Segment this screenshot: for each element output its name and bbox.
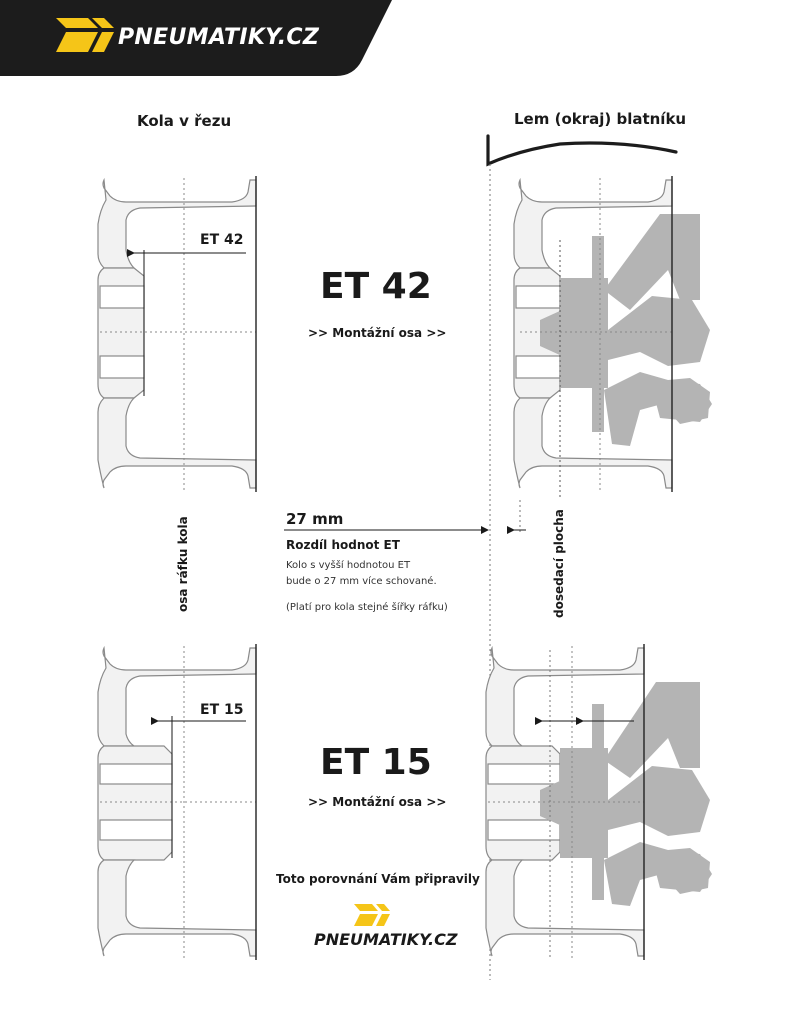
mount-axis-label-top: >> Montážní osa >> [308,326,447,340]
brand-name: PNEUMATIKY.CZ [118,25,320,50]
wheel-section-et15-left [97,645,257,957]
difference-value: 27 mm [286,510,344,528]
rim-axis-label: osa ráfku kola [176,516,190,612]
mount-axis-label-bottom: >> Montážní osa >> [308,795,447,809]
heading-fender-lip: Lem (okraj) blatníku [514,110,687,128]
header-bar: PNEUMATIKY.CZ [0,0,400,76]
brand-logo-icon [56,18,114,52]
et15-right-arrowhead [576,717,584,725]
brand-name-bottom: PNEUMATIKY.CZ [314,930,458,949]
suspension-hub-top [540,214,712,446]
difference-title: Rozdíl hodnot ET [286,538,400,552]
et15-small-label: ET 15 [200,702,244,718]
difference-note-1: Kolo s vyšší hodnotou ET [286,560,411,571]
difference-note-3: (Platí pro kola stejné šířky ráfku) [286,602,448,613]
wheel-section-et15-right [485,645,645,957]
mount-surface-label: dosedací plocha [552,509,566,618]
suspension-hub-bottom [540,682,712,906]
difference-note-2: bude o 27 mm více schované. [286,576,437,587]
brand-logo-bottom-icon [354,904,390,926]
wheel-section-et42-left [97,177,257,489]
et42-big-label: ET 42 [320,266,432,307]
et15-big-label: ET 15 [320,742,432,783]
heading-wheel-section: Kola v řezu [137,112,232,130]
fender-lip [486,134,678,167]
credit-text: Toto porovnání Vám připravily [276,872,480,886]
et42-small-label: ET 42 [200,232,244,248]
